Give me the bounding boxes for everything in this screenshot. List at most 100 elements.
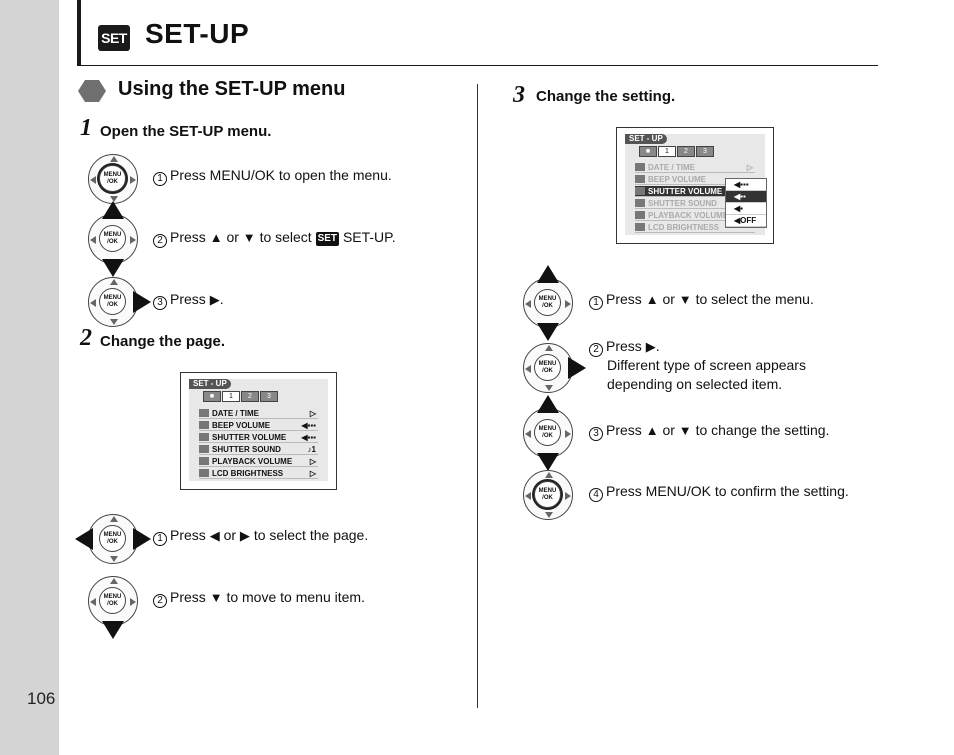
dial-up-down: MENU/OK: [523, 265, 573, 341]
up-arrow-icon: [537, 395, 559, 413]
lcd-tabs: ■ 1 2 3: [203, 391, 278, 402]
lcd-row: DATE / TIME▷: [635, 162, 755, 173]
lcd-tab-2: 2: [677, 146, 695, 157]
left-arrow-icon: [525, 492, 531, 500]
left-triangle-icon: ◀: [209, 528, 220, 543]
left-arrow-icon: [525, 430, 531, 438]
lcd-display: SET - UP ■ 1 2 3 DATE / TIME▷ BEEP VOLUM…: [625, 134, 767, 235]
lcd-tabs: ■ 1 2 3: [639, 146, 714, 157]
page-title: SET-UP: [145, 18, 250, 49]
step-3-instruction-2-note-line-1: Different type of screen appears: [607, 357, 806, 373]
lcd-row: LCD BRIGHTNESS▷: [199, 468, 318, 479]
down-arrow-icon: [102, 621, 124, 639]
dial-menu-ok-pressed: MENU/OK: [88, 154, 138, 204]
up-arrow-icon: [110, 156, 118, 162]
left-arrow-icon: [90, 598, 96, 606]
step-2-number: 2: [80, 325, 92, 351]
lcd-option-popup: ◀▪▪▪ ◀▪▪ ◀▪ ◀OFF: [725, 178, 767, 228]
menu-ok-button-icon: MENU/OK: [99, 587, 126, 614]
dial-right: MENU/OK: [88, 277, 151, 327]
lcd-option: ◀▪: [726, 203, 766, 215]
up-arrow-icon: [110, 516, 118, 522]
up-arrow-icon: [110, 279, 118, 285]
section-hexagon-icon: [78, 80, 106, 102]
down-arrow-icon: [545, 385, 553, 391]
menu-ok-button-icon: MENU/OK: [99, 225, 126, 252]
lcd-row-selected: SHUTTER VOLUME: [635, 186, 755, 197]
step-1-number: 1: [80, 115, 92, 141]
right-arrow-icon: [130, 598, 136, 606]
menu-ok-button-icon: MENU/OK: [99, 525, 126, 552]
down-triangle-icon: ▼: [678, 423, 692, 438]
menu-ok-button-icon: MENU/OK: [534, 289, 561, 316]
up-arrow-icon: [102, 201, 124, 219]
up-arrow-icon: [537, 265, 559, 283]
down-triangle-icon: ▼: [242, 230, 256, 245]
lcd-row: BEEP VOLUME: [635, 174, 755, 185]
lcd-row: SHUTTER SOUND♪1: [199, 444, 318, 455]
up-triangle-icon: ▲: [209, 230, 223, 245]
lcd-tab-3: 3: [260, 391, 278, 402]
left-arrow-icon: [90, 176, 96, 184]
step-1-title: Open the SET-UP menu.: [100, 123, 272, 140]
lcd-tab-1: 1: [222, 391, 240, 402]
lcd-setup-screen-1: SET - UP ■ 1 2 3 DATE / TIME▷ BEEP VOLUM…: [180, 372, 337, 490]
down-arrow-icon: [110, 556, 118, 562]
step-2-title: Change the page.: [100, 333, 226, 350]
lcd-row: DATE / TIME▷: [199, 408, 318, 419]
down-arrow-icon: [545, 512, 553, 518]
right-arrow-icon: [133, 528, 151, 550]
lcd-header: SET - UP: [189, 379, 231, 389]
lcd-row: PLAYBACK VOLUME: [635, 210, 755, 221]
left-arrow-icon: [75, 528, 93, 550]
lcd-tab-camera: ■: [203, 391, 221, 402]
right-triangle-icon: ▶: [645, 339, 656, 354]
right-arrow-icon: [565, 430, 571, 438]
left-arrow-icon: [525, 365, 531, 373]
up-arrow-icon: [110, 578, 118, 584]
lcd-row: SHUTTER SOUND: [635, 198, 755, 209]
right-arrow-icon: [565, 492, 571, 500]
left-arrow-icon: [90, 236, 96, 244]
up-arrow-icon: [545, 345, 553, 351]
down-arrow-icon: [110, 319, 118, 325]
page-margin-strip: [0, 0, 59, 755]
menu-ok-button-icon: MENU/OK: [99, 165, 126, 192]
right-triangle-icon: ▶: [239, 528, 250, 543]
left-arrow-icon: [90, 299, 96, 307]
page-number: 106: [27, 689, 56, 708]
section-title: Using the SET-UP menu: [118, 78, 346, 100]
right-arrow-icon: [568, 357, 586, 379]
right-arrow-icon: [565, 300, 571, 308]
menu-ok-button-icon: MENU/OK: [534, 354, 561, 381]
lcd-tab-3: 3: [696, 146, 714, 157]
dial-menu-ok-pressed: MENU/OK: [523, 470, 573, 520]
dial-left-right: MENU/OK: [75, 514, 151, 564]
lcd-header: SET - UP: [625, 134, 667, 144]
title-bar: SET SET-UP: [77, 0, 878, 66]
dial-right: MENU/OK: [523, 343, 586, 393]
down-triangle-icon: ▼: [209, 590, 223, 605]
dial-down: MENU/OK: [88, 576, 138, 639]
dial-up-down: MENU/OK: [88, 201, 138, 277]
down-arrow-icon: [110, 196, 118, 202]
down-triangle-icon: ▼: [678, 292, 692, 307]
lcd-option: ◀▪▪▪: [726, 179, 766, 191]
menu-ok-button-icon: MENU/OK: [534, 481, 561, 508]
menu-ok-button-icon: MENU/OK: [99, 288, 126, 315]
lcd-tab-camera: ■: [639, 146, 657, 157]
lcd-row: SHUTTER VOLUME◀▪▪▪: [199, 432, 318, 443]
lcd-tab-2: 2: [241, 391, 259, 402]
menu-ok-button-icon: MENU/OK: [534, 419, 561, 446]
lcd-setup-screen-2: SET - UP ■ 1 2 3 DATE / TIME▷ BEEP VOLUM…: [616, 127, 774, 244]
lcd-row: PLAYBACK VOLUME▷: [199, 456, 318, 467]
lcd-tab-1: 1: [658, 146, 676, 157]
column-divider: [477, 84, 478, 708]
right-arrow-icon: [130, 236, 136, 244]
